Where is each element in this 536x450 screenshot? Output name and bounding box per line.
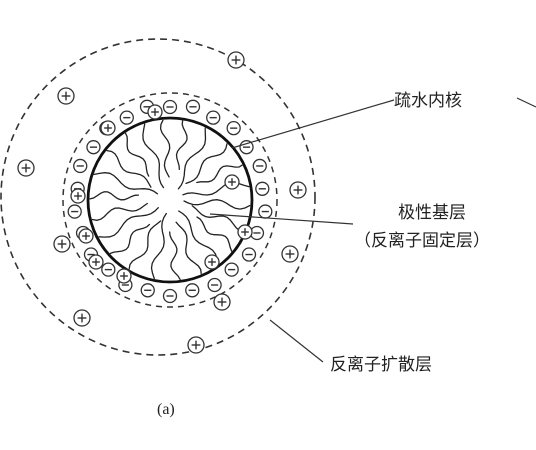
positive-ion-icon [78, 228, 94, 244]
negative-ion-icon [185, 99, 201, 114]
tail-line [98, 207, 159, 238]
tail-line [159, 119, 171, 178]
negative-ion-icon [140, 283, 155, 298]
leader-line-core-right [516, 97, 536, 108]
positive-ion-icon [100, 120, 116, 136]
negative-ion-icon [119, 110, 134, 125]
tail-line [185, 143, 228, 185]
label-polar-layer: 极性基层 [398, 203, 466, 223]
negative-ion-icon [86, 140, 101, 155]
hydrophobic-core [86, 116, 254, 284]
leader-line-diffuse-layer [269, 319, 324, 363]
positive-ion-icon [73, 309, 91, 327]
positive-ion-icon [213, 293, 231, 311]
tail-line [169, 231, 181, 281]
leader-lines [209, 97, 536, 363]
ions [17, 51, 307, 354]
tail-line [183, 199, 251, 210]
label-fixed-counterion-layer: （反离子固定层） [354, 231, 490, 251]
positive-ion-icon [88, 254, 104, 270]
diffuse-layer-boundary [0, 38, 316, 356]
positive-ion-icon [289, 181, 307, 199]
tail-line [175, 221, 202, 275]
negative-ion-icon [241, 247, 257, 262]
positive-ion-icon [227, 51, 245, 69]
negative-ion-icon [226, 120, 241, 136]
negative-ion-icon [162, 288, 178, 304]
tail-line [177, 127, 207, 190]
tail-line [175, 120, 188, 171]
tail-line [128, 220, 162, 270]
tail-line [124, 132, 150, 177]
negative-ion-icon [185, 283, 200, 298]
tail-line [178, 210, 219, 266]
tail-line [91, 202, 148, 221]
tail-line [106, 149, 152, 188]
positive-ion-icon [147, 104, 163, 120]
tail-line [93, 172, 159, 195]
positive-ion-icon [17, 159, 35, 177]
positive-ion-icon [281, 245, 299, 263]
negative-ion-icon [258, 204, 273, 219]
tail-line [196, 164, 243, 184]
tail-line [150, 212, 167, 280]
figure-caption: (a) [157, 401, 175, 418]
negative-ion-icon [101, 262, 116, 277]
positive-ion-icon [204, 254, 220, 270]
fixed-layer-boundary [62, 92, 278, 308]
label-diffuse-counterion-layer: 反离子扩散层 [330, 355, 432, 375]
tail-line [196, 216, 233, 252]
negative-ion-icon [239, 140, 254, 155]
leader-line-core [231, 99, 395, 149]
positive-ion-icon [187, 336, 205, 354]
negative-ion-icon [252, 158, 267, 174]
positive-ion-icon [237, 224, 253, 240]
tail-line [142, 123, 165, 189]
label-hydrophobic-core: 疏水内核 [394, 91, 462, 111]
tail-line [191, 205, 245, 233]
positive-ion-icon [70, 188, 86, 204]
negative-ion-icon [224, 262, 239, 277]
tail-line [89, 191, 140, 201]
negative-ion-icon [73, 158, 88, 174]
positive-ion-icon [224, 174, 240, 190]
negative-ion-icon [206, 110, 221, 125]
tail-line [109, 223, 151, 255]
negative-ion-icon [255, 181, 270, 196]
positive-ion-icon [53, 235, 71, 253]
negative-ion-icon [207, 277, 222, 293]
negative-ion-icon [162, 99, 178, 115]
positive-ion-icon [57, 87, 75, 105]
positive-ion-icon [116, 268, 132, 284]
leader-line-polar-layer [209, 213, 354, 225]
negative-ion-icon [67, 204, 82, 219]
